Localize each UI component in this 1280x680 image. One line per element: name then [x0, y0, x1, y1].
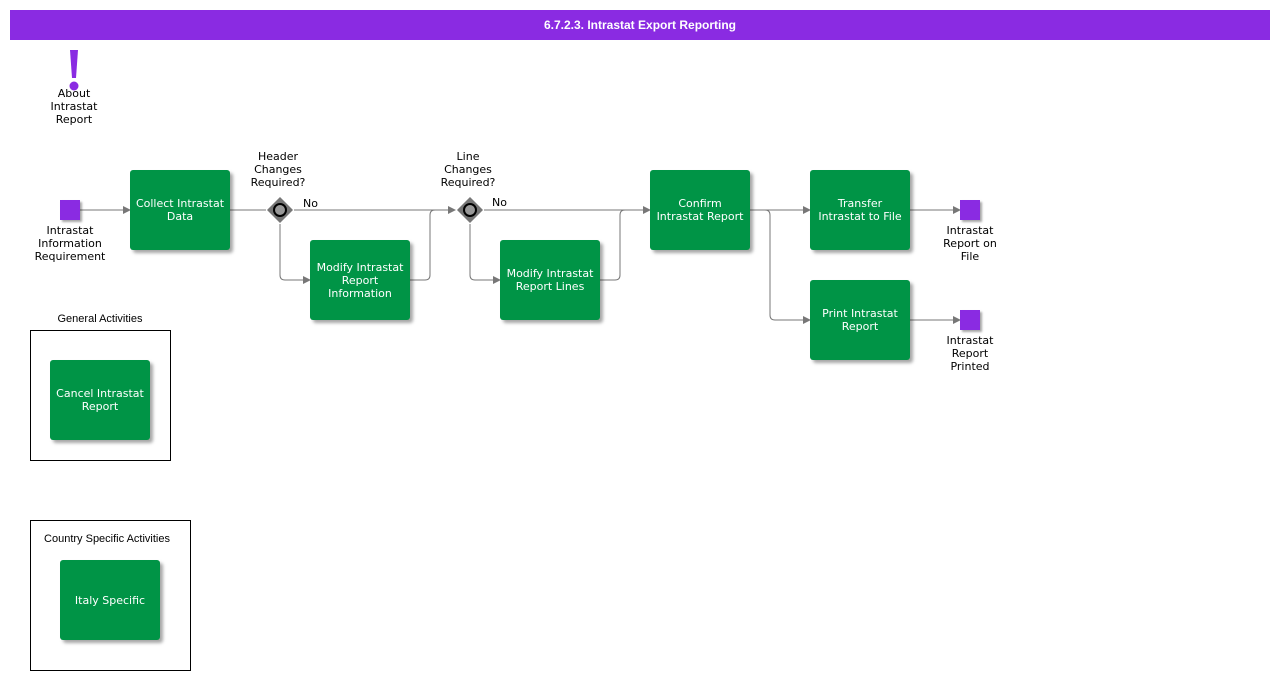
header-changes-gateway[interactable] [266, 196, 294, 224]
print-intrastat-report-activity[interactable]: Print Intrastat Report [810, 280, 910, 360]
cancel-intrastat-report-activity[interactable]: Cancel Intrastat Report [50, 360, 150, 440]
italy-specific-activity[interactable]: Italy Specific [60, 560, 160, 640]
wire-gw2-modify [469, 224, 501, 284]
header-changes-question: Header Changes Required? [250, 150, 306, 189]
general-activities-group [30, 330, 171, 461]
country-specific-title: Country Specific Activities [44, 533, 170, 545]
country-specific-group [30, 520, 191, 671]
collect-intrastat-data-activity[interactable]: Collect Intrastat Data [130, 170, 230, 250]
line-changes-gateway[interactable] [456, 196, 484, 224]
end-event-report-printed[interactable] [960, 310, 980, 330]
confirm-intrastat-report-activity[interactable]: Confirm Intrastat Report [650, 170, 750, 250]
wire-lines-confirm [600, 209, 626, 281]
modify-report-information-activity[interactable]: Modify Intrastat Report Information [310, 240, 410, 320]
wire-gw1-modify [279, 224, 311, 284]
diagram-title: 6.7.2.3. Intrastat Export Reporting [543, 18, 737, 32]
start-event-label: Intrastat Information Requirement [34, 224, 106, 263]
header-no-label: No [303, 197, 318, 210]
general-activities-title: General Activities [57, 313, 143, 325]
line-no-label: No [492, 196, 507, 209]
exclamation-icon[interactable] [62, 48, 86, 96]
start-event[interactable] [60, 200, 80, 220]
end-event-report-on-file[interactable] [960, 200, 980, 220]
modify-report-lines-activity[interactable]: Modify Intrastat Report Lines [500, 240, 600, 320]
wire-modify-gw2 [410, 209, 436, 281]
end-event-report-printed-label: Intrastat Report Printed [946, 334, 994, 373]
end-event-report-on-file-label: Intrastat Report on File [943, 224, 997, 263]
line-changes-question: Line Changes Required? [440, 150, 496, 189]
about-intrastat-label: About Intrastat Report [50, 87, 98, 126]
wire-confirm-print [764, 209, 811, 324]
title-bar: 6.7.2.3. Intrastat Export Reporting [10, 10, 1270, 40]
transfer-intrastat-to-file-activity[interactable]: Transfer Intrastat to File [810, 170, 910, 250]
